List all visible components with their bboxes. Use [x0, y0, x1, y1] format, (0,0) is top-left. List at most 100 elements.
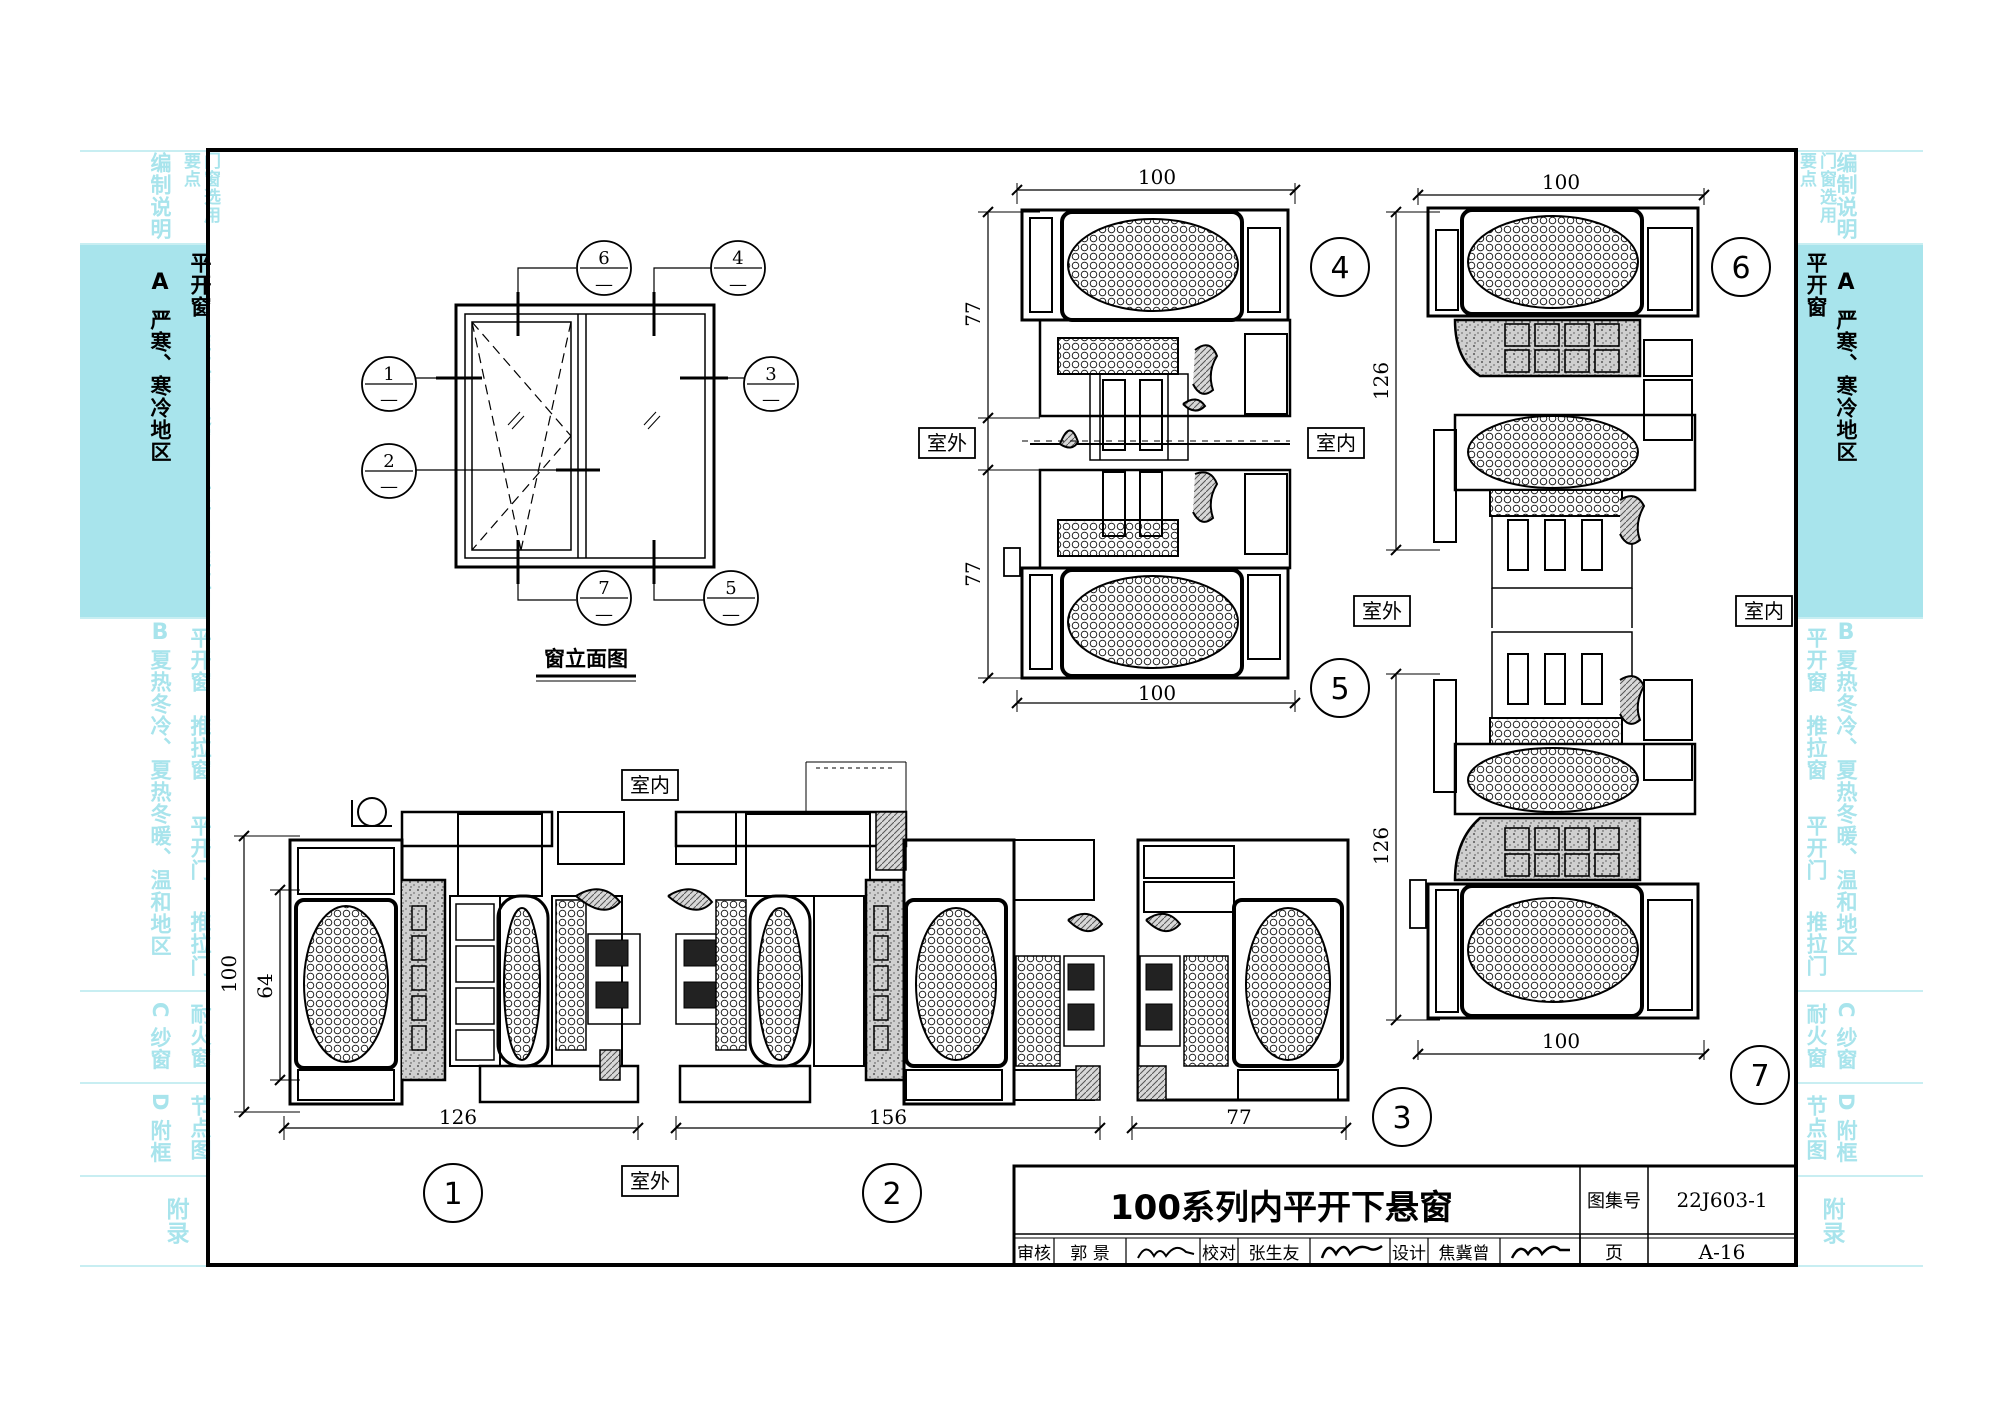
sidebar-item-intro[interactable]: 编制说明 [148, 152, 172, 240]
sidebar-item-section-a[interactable]: A 严寒、寒冷地区 [1834, 270, 1858, 463]
label-indoor: 室内 [1744, 599, 1784, 623]
dim-77: 77 [961, 301, 985, 326]
dim-156: 156 [869, 1105, 907, 1129]
dim-100: 100 [1542, 1029, 1580, 1053]
sidebar-item-b-sliding-door[interactable]: 推拉门 [1804, 911, 1828, 977]
guide-line [1796, 617, 1923, 619]
detail-6-circle [1711, 237, 1771, 297]
right-sidebar-active-bg [1796, 243, 1923, 617]
detail-3-number: 3 [1392, 1101, 1411, 1136]
guide-line [80, 990, 207, 992]
guide-line [80, 1175, 207, 1177]
design-label: 设计 [1392, 1244, 1426, 1264]
dim-64: 64 [253, 973, 277, 998]
callout-5-num: 5 [725, 578, 736, 599]
sidebar-item-node-drawing[interactable]: 节点图 [1804, 1095, 1828, 1161]
checker-name: 张生友 [1248, 1244, 1300, 1264]
sidebar-item-b-casement-door[interactable]: 平开门 [1804, 814, 1828, 881]
sidebar-item-b-casement-window[interactable]: 平开窗 [1804, 627, 1828, 693]
title-block [1012, 1164, 1798, 1267]
sidebar-item-sliding-door[interactable]: 推拉门 [1804, 547, 1828, 613]
guide-line [80, 1265, 207, 1267]
left-sidebar-active-bg [80, 243, 207, 617]
callout-3-num: 3 [765, 364, 776, 385]
sidebar-item-section-b[interactable]: B 夏热冬冷、夏热冬暖、温和地区 [148, 620, 172, 957]
label-outdoor: 室外 [1362, 599, 1402, 623]
detail-2-circle [862, 1163, 922, 1223]
elevation-caption: 窗立面图 [544, 647, 628, 671]
detail-2-number: 2 [882, 1177, 901, 1212]
guide-line [1796, 1175, 1923, 1177]
check-label: 校对 [1202, 1244, 1236, 1264]
label-outdoor: 室外 [927, 431, 967, 455]
callout-2-num: 2 [383, 451, 394, 472]
elevation-callouts [361, 240, 799, 626]
guide-line [80, 150, 207, 152]
dim-100: 100 [1542, 170, 1580, 194]
callout-1-sub: — [380, 389, 398, 410]
callout-1-num: 1 [383, 364, 394, 385]
page-number: A-16 [1698, 1239, 1746, 1264]
sidebar-item-appendix[interactable]: 附录 [162, 1197, 188, 1245]
detail-4-circle [1310, 237, 1370, 297]
detail-5-number: 5 [1330, 672, 1349, 707]
callout-2-sub: — [380, 476, 398, 497]
sidebar-item-section-a[interactable]: A 严寒、寒冷地区 [148, 270, 172, 463]
guide-line [1796, 990, 1923, 992]
detail-6-number: 6 [1731, 251, 1750, 286]
guide-line [1796, 1082, 1923, 1084]
review-label: 审核 [1017, 1244, 1051, 1264]
sidebar-item-casement-door[interactable]: 平开门 [1804, 476, 1828, 542]
sidebar-item-section-b[interactable]: B 夏热冬冷、夏热冬暖、温和地区 [1834, 620, 1858, 957]
guide-line [80, 243, 207, 245]
sidebar-item-selection[interactable]: 门窗选用要点 [1796, 152, 1836, 224]
section-4-5 [978, 183, 1301, 712]
dim-100: 100 [1138, 165, 1176, 189]
callout-4-sub: — [729, 274, 747, 295]
label-outdoor: 室外 [630, 1169, 670, 1193]
sidebar-item-intro[interactable]: 编制说明 [1834, 152, 1858, 240]
window-elevation [414, 267, 748, 601]
section-1-2-3 [234, 761, 1352, 1140]
section-6-7 [1386, 188, 1710, 1060]
detail-5-circle [1310, 658, 1370, 718]
callout-7-num: 7 [598, 578, 609, 599]
sidebar-item-sliding-window[interactable]: 推拉窗 [1804, 331, 1828, 397]
sheet-frame [206, 148, 1798, 1267]
guide-line [80, 1082, 207, 1084]
sidebar-item-appendix[interactable]: 附录 [1818, 1197, 1844, 1245]
detail-7-number: 7 [1750, 1059, 1769, 1094]
detail-7-circle [1730, 1045, 1790, 1105]
sidebar-item-section-c[interactable]: C 纱窗 [1834, 1001, 1858, 1071]
detail-1-circle [423, 1163, 483, 1223]
dim-77: 77 [961, 561, 985, 586]
dim-126: 126 [439, 1105, 477, 1129]
callout-6-num: 6 [598, 248, 609, 269]
label-indoor: 室内 [630, 773, 670, 797]
dim-126: 126 [1369, 827, 1393, 865]
detail-1-number: 1 [443, 1177, 462, 1212]
label-outdoor-box [918, 427, 976, 459]
atlas-label: 图集号 [1587, 1191, 1641, 1212]
guide-line [80, 617, 207, 619]
dim-100: 100 [1138, 681, 1176, 705]
callout-4-num: 4 [732, 248, 743, 269]
sidebar-item-fire-window[interactable]: 耐火窗 [1804, 1003, 1828, 1069]
sidebar-item-b-sliding-window[interactable]: 推拉窗 [1804, 714, 1828, 781]
callout-5-sub: — [722, 604, 740, 625]
sidebar-item-window-door[interactable]: 连窗门 [1804, 405, 1828, 471]
reviewer-name: 郭 景 [1070, 1244, 1110, 1264]
detail-3-circle [1372, 1087, 1432, 1147]
callout-3-sub: — [762, 389, 780, 410]
sidebar-item-section-c[interactable]: 纱窗 C 纱窗 [148, 1001, 172, 1071]
callout-6-sub: — [595, 274, 613, 295]
drawing-title: 100系列内平开下悬窗 [1110, 1188, 1453, 1228]
callout-7-sub: — [595, 604, 613, 625]
sidebar-item-section-d[interactable]: D 附框 [148, 1092, 172, 1164]
sidebar-item-casement-window[interactable]: 平开窗 [1804, 252, 1828, 318]
guide-line [1796, 243, 1923, 245]
sidebar-item-section-d[interactable]: D 附框 [1834, 1092, 1858, 1164]
designer-name: 焦冀曾 [1438, 1244, 1490, 1264]
label-indoor: 室内 [1316, 431, 1356, 455]
